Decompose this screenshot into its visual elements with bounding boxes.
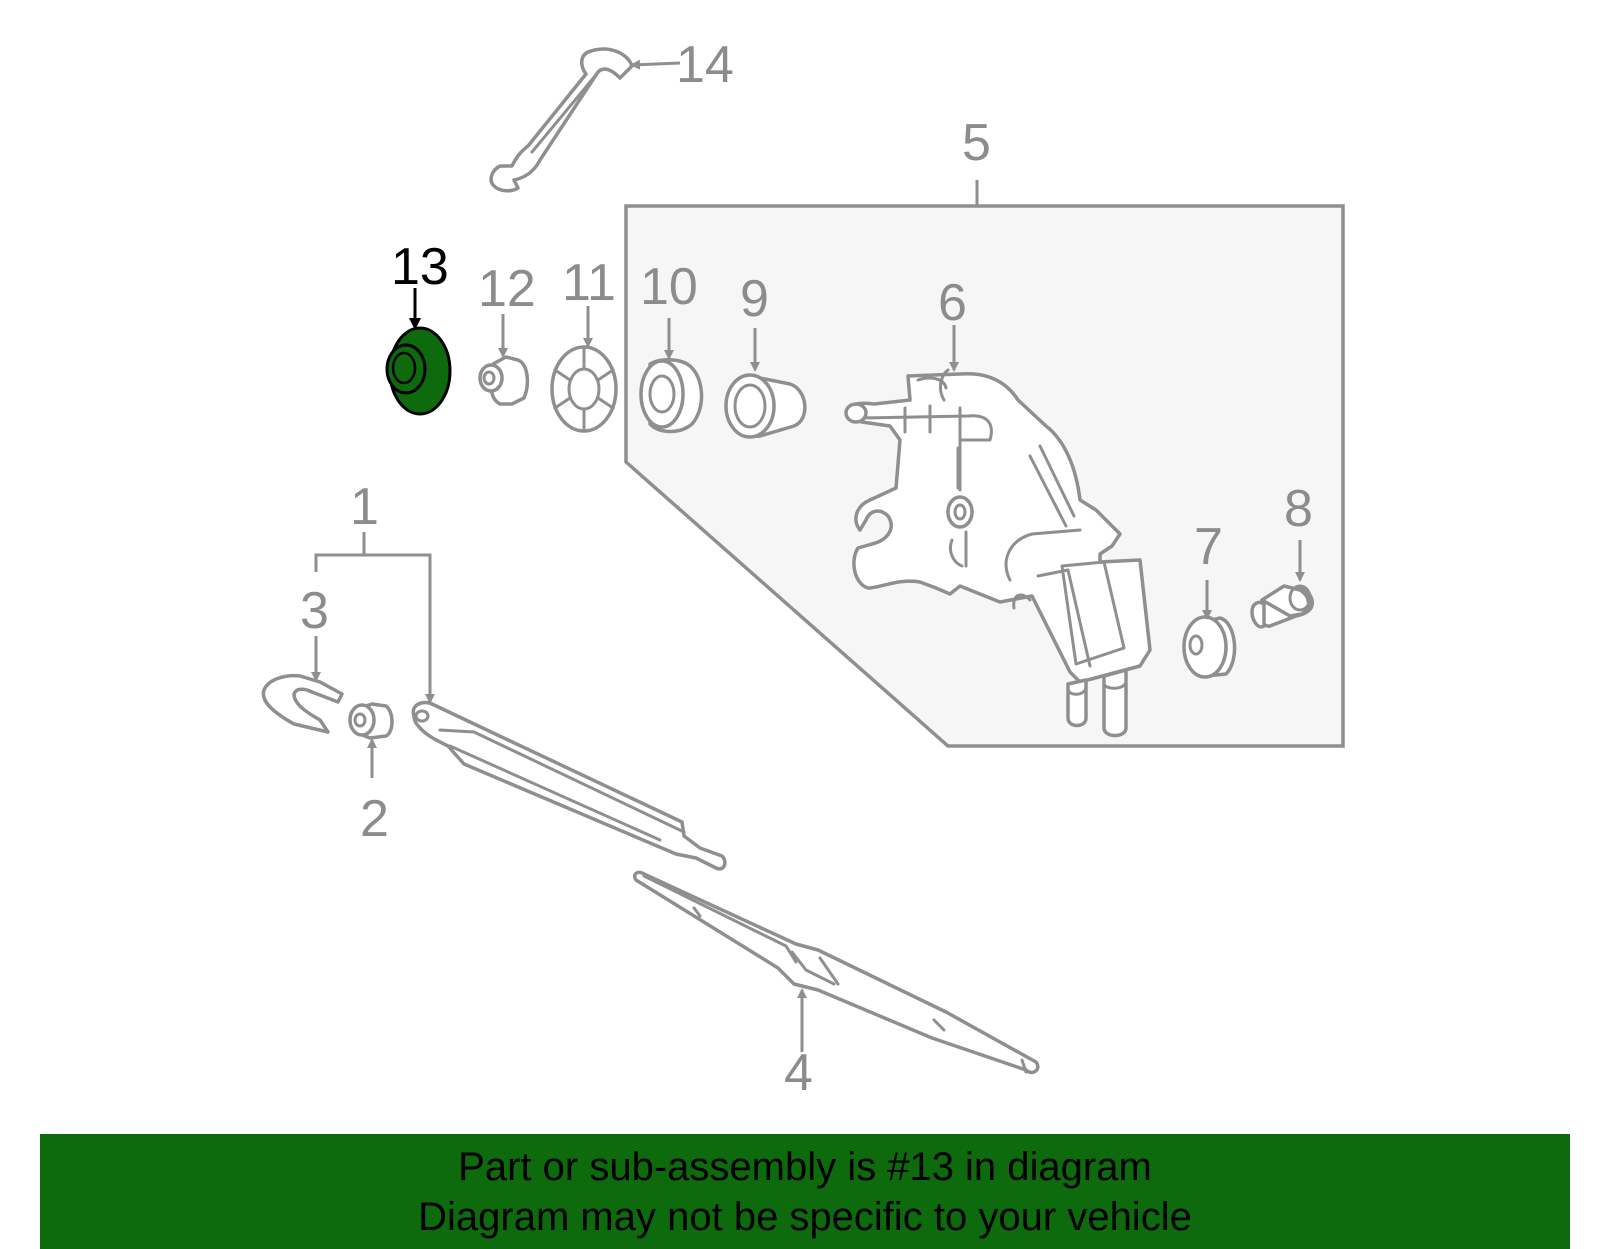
- callout-4: 4: [784, 1044, 813, 1102]
- part-4-wiper-blade[interactable]: [632, 870, 1040, 1075]
- callout-5: 5: [962, 114, 991, 172]
- part-9-grommet[interactable]: [724, 373, 807, 439]
- callout-8: 8: [1284, 480, 1313, 538]
- part-7-grommet[interactable]: [1182, 615, 1237, 679]
- callout-2: 2: [360, 790, 389, 848]
- callout-7: 7: [1194, 518, 1223, 576]
- banner-line-2: Diagram may not be specific to your vehi…: [418, 1194, 1192, 1239]
- callout-14: 14: [676, 36, 734, 94]
- part-11-washer[interactable]: [550, 345, 618, 433]
- part-13-cap[interactable]: [385, 326, 452, 416]
- part-10-bushing[interactable]: [639, 358, 704, 434]
- callout-11: 11: [562, 254, 616, 312]
- callout-12: 12: [478, 260, 536, 318]
- part-8-bolt[interactable]: [1250, 584, 1315, 629]
- banner-line-1: Part or sub-assembly is #13 in diagram: [458, 1144, 1152, 1189]
- part-2-nut[interactable]: [348, 702, 394, 740]
- part-1-wiper-arm[interactable]: [411, 700, 727, 871]
- part-3-clip[interactable]: [261, 673, 344, 734]
- callout-10: 10: [640, 258, 698, 316]
- callout-1: 1: [350, 478, 379, 536]
- callout-6: 6: [938, 274, 967, 332]
- callout-9: 9: [740, 270, 769, 328]
- callout-13: 13: [391, 238, 449, 296]
- part-12-nut[interactable]: [478, 355, 530, 406]
- part-1-bracket: [314, 532, 432, 692]
- info-banner: Part or sub-assembly is #13 in diagram D…: [40, 1134, 1570, 1249]
- part-14-washer-hose[interactable]: [489, 47, 634, 193]
- callout-3: 3: [300, 582, 329, 640]
- part-6-wiper-motor[interactable]: [844, 368, 1152, 738]
